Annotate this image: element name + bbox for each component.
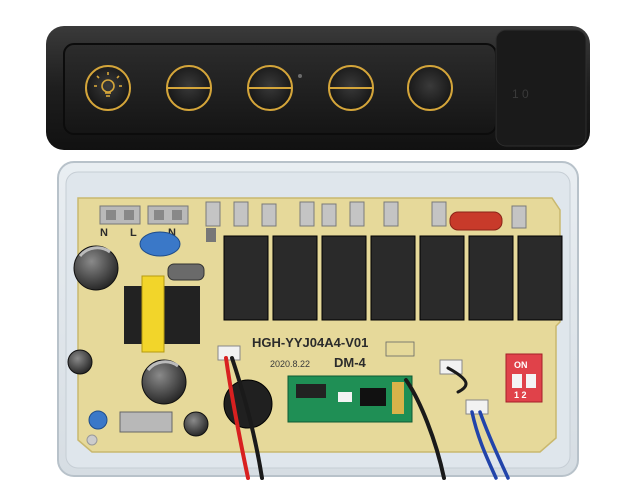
relay <box>321 235 367 321</box>
terminal-label-l: L <box>130 227 137 239</box>
capacitor-large-2 <box>141 359 187 405</box>
dip-on-label: ON <box>514 360 528 370</box>
relay <box>370 235 416 321</box>
svg-text:1 0: 1 0 <box>512 87 529 101</box>
dip-numbers: 1 2 <box>514 390 527 400</box>
capacitor-large-1 <box>73 245 119 291</box>
relay <box>419 235 465 321</box>
version-label: DM-4 <box>334 355 367 370</box>
relay <box>517 235 563 321</box>
capacitor-small-2 <box>183 411 209 437</box>
terminal-label-n1: N <box>100 227 108 239</box>
connector-blue <box>465 399 489 415</box>
relay <box>272 235 318 321</box>
blue-capacitor <box>139 231 181 257</box>
relay-group <box>223 235 563 321</box>
button-3[interactable] <box>247 65 293 111</box>
connector-right <box>439 359 463 375</box>
button-5[interactable] <box>407 65 453 111</box>
button-2[interactable] <box>166 65 212 111</box>
date-label: 2020.8.22 <box>270 359 310 369</box>
transformer <box>124 275 200 353</box>
fuse <box>449 211 503 231</box>
relay <box>223 235 269 321</box>
blue-capacitor-small <box>88 410 108 430</box>
button-4[interactable] <box>328 65 374 111</box>
inductor <box>167 263 205 281</box>
indicator-dot <box>298 74 302 78</box>
connector-left <box>217 345 241 361</box>
terminal-label-n2: N <box>168 227 176 239</box>
wires <box>224 356 510 480</box>
model-label: HGH-YYJ04A4-V01 <box>252 335 368 350</box>
capacitor-small-1 <box>67 349 93 375</box>
regulator <box>119 411 173 433</box>
control-panel: 1 0 <box>46 26 590 150</box>
relay <box>468 235 514 321</box>
light-bulb-icon <box>94 72 122 97</box>
dip-switch[interactable] <box>505 353 543 403</box>
relay-terminals-top <box>205 201 527 229</box>
led-module <box>287 375 413 423</box>
button-light[interactable] <box>85 65 131 111</box>
terminal-block-left <box>99 205 189 225</box>
